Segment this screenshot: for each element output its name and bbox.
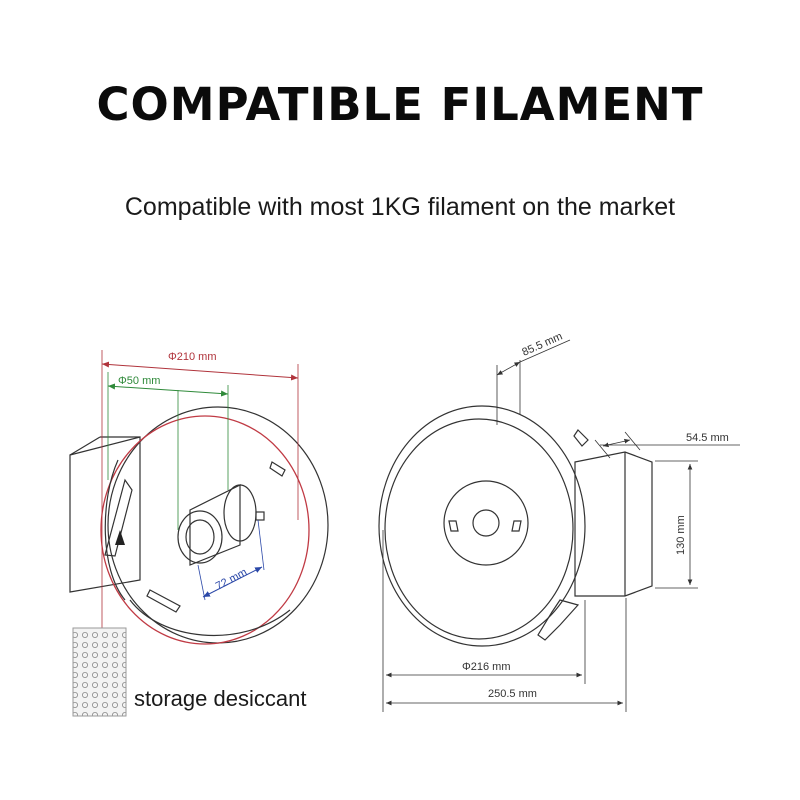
dim-total-width-label: 250.5 mm <box>488 688 537 700</box>
right-dry-box-view <box>378 405 653 647</box>
dim-height-label: 130 mm <box>675 515 687 555</box>
hub-clip-right <box>511 520 522 532</box>
dim-inner-diameter: Φ50 mm <box>107 372 229 530</box>
dim-side-depth-label: 54.5 mm <box>686 432 729 444</box>
drum-inner-rim <box>384 418 574 640</box>
desiccant-pointer-icon <box>115 530 125 545</box>
hub-hole <box>472 509 500 537</box>
rim-slot-top <box>269 461 286 477</box>
hub-outer <box>443 480 529 566</box>
dim-diameter-label: Φ216 mm <box>462 661 511 673</box>
dim-outer-diameter: Φ210 mm <box>101 350 299 640</box>
dim-depth-label: 72 mm <box>214 566 249 592</box>
drum-outer <box>378 405 586 647</box>
drum-back-ellipse <box>107 406 329 644</box>
dim-depth: 72 mm <box>197 519 265 601</box>
rim-slot-bottom <box>146 589 181 613</box>
left-side-block <box>69 436 141 593</box>
hub-clip-left <box>448 520 459 532</box>
page-subtitle: Compatible with most 1KG filament on the… <box>124 193 676 221</box>
drum-front-rim <box>100 415 310 645</box>
desiccant-pack: storage desiccant <box>72 627 306 717</box>
dim-total-width: 250.5 mm <box>386 598 627 712</box>
dim-top-offset: 85.5 mm <box>496 330 571 425</box>
dim-outer-diameter-label: Φ210 mm <box>168 351 217 363</box>
left-dry-box-view <box>69 406 329 645</box>
page-title: COMPATIBLE FILAMENT <box>96 78 704 131</box>
dim-diameter: Φ216 mm <box>382 530 586 712</box>
hub-tube <box>189 484 241 566</box>
dim-inner-diameter-label: Φ50 mm <box>118 375 160 387</box>
dim-top-offset-label: 85.5 mm <box>520 330 564 358</box>
right-side-block <box>574 451 653 597</box>
dim-side-depth: 54.5 mm <box>594 431 740 459</box>
hub-front <box>177 510 223 564</box>
filament-outlet <box>537 599 580 641</box>
dim-height: 130 mm <box>655 460 698 589</box>
desiccant-label: storage desiccant <box>134 686 306 711</box>
